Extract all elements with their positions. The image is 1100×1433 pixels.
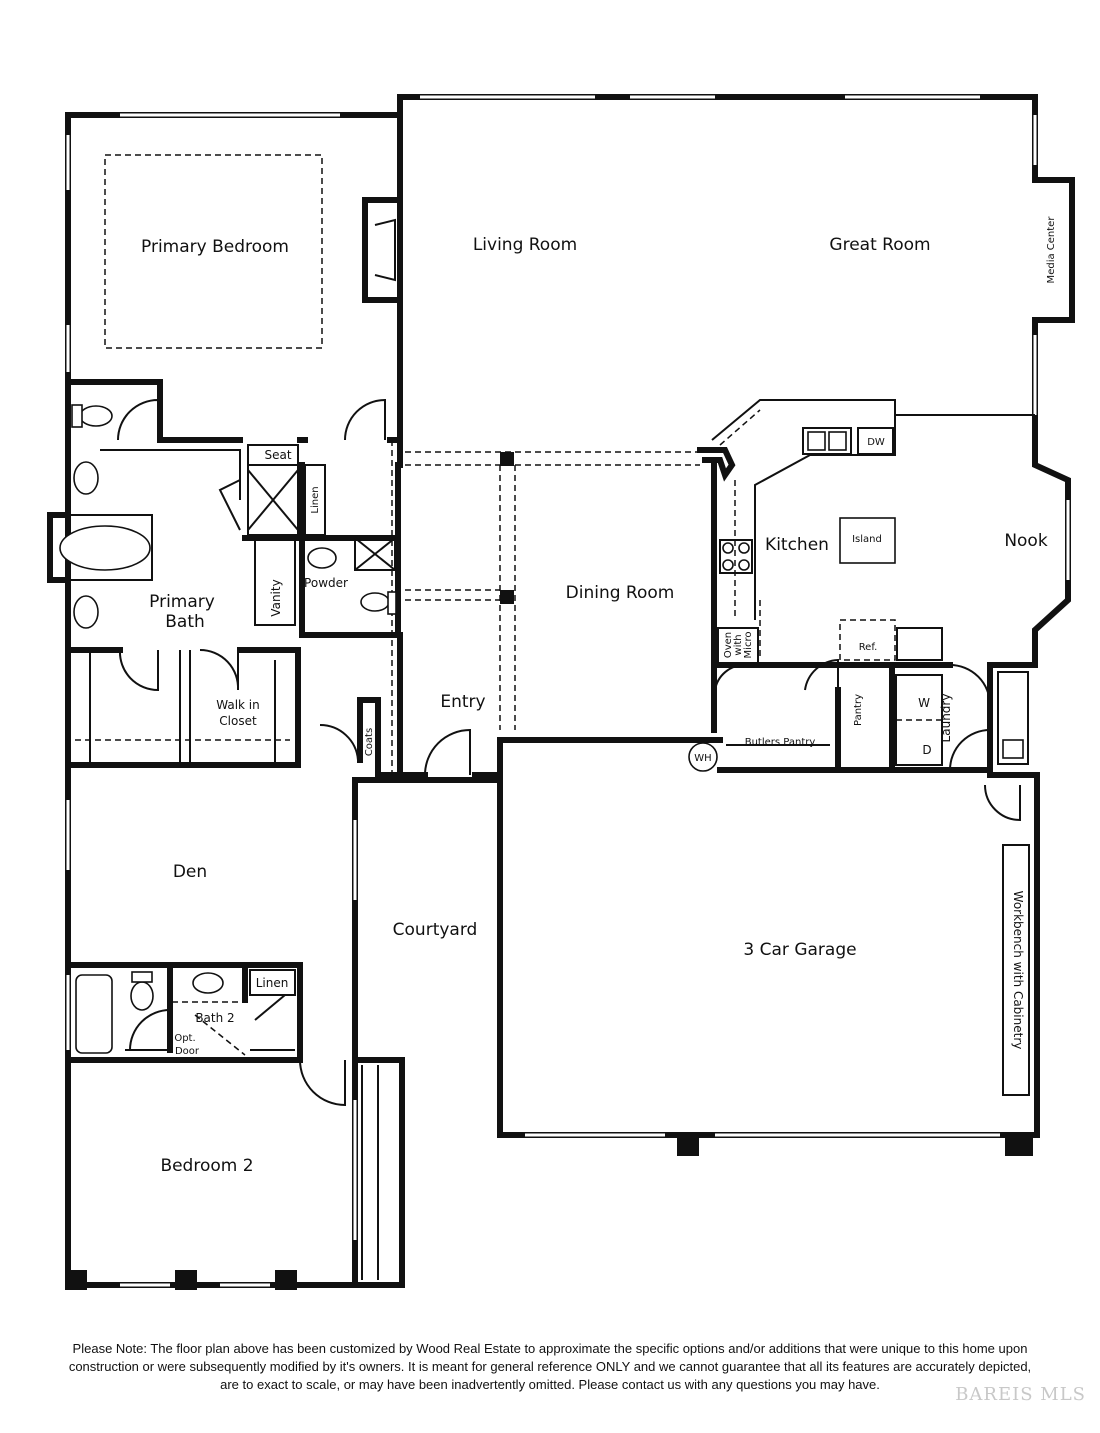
disclaimer-note: Please Note: The floor plan above has be… [68,1341,1032,1392]
label-butlers-pantry: Butlers Pantry [745,737,816,748]
fixtures [51,404,1029,1054]
label-dw: DW [867,437,885,448]
label-oven-3: Micro [743,632,754,659]
label-dining-room: Dining Room [566,583,675,603]
label-vanity: Vanity [269,579,283,616]
exterior-walls [47,94,1075,1288]
label-powder: Powder [304,576,348,590]
label-workbench: Workbench with Cabinetry [1011,891,1025,1050]
label-pantry: Pantry [853,694,864,726]
label-primary-bedroom: Primary Bedroom [141,237,289,257]
label-walk-in-1: Walk in [216,698,260,712]
label-linen-bath2: Linen [256,976,289,990]
label-oven-1: Oven [723,632,734,658]
label-garage: 3 Car Garage [743,940,856,960]
label-great-room: Great Room [829,235,930,255]
label-opt-door-2: Door [175,1046,200,1057]
label-ref: Ref. [859,642,878,653]
windows [66,95,1070,1287]
label-primary-bath-1: Primary [149,592,215,612]
doors [117,398,991,1280]
label-oven-2: with [733,634,744,655]
label-primary-bath-2: Bath [165,612,205,632]
label-linen-primary: Linen [310,486,321,513]
wall-piers [65,452,1033,1290]
label-kitchen: Kitchen [765,535,829,555]
label-courtyard: Courtyard [393,920,478,940]
label-nook: Nook [1004,531,1048,551]
label-bedroom-2: Bedroom 2 [160,1156,253,1176]
label-walk-in-2: Closet [219,714,257,728]
label-washer: W [918,696,930,710]
label-laundry: Laundry [939,694,953,743]
mls-watermark: BAREIS MLS [955,1384,1086,1405]
label-opt-door-1: Opt. [174,1033,195,1044]
interior-walls [65,154,1040,1096]
label-seat: Seat [264,448,291,462]
label-media-center: Media Center [1046,216,1057,284]
label-water-heater: WH [694,753,711,764]
label-entry: Entry [440,692,485,712]
label-living-room: Living Room [473,235,577,255]
label-den: Den [173,862,207,882]
label-island: Island [852,534,882,545]
label-dryer: D [922,743,931,757]
floor-plan: Primary Bedroom Living Room Great Room M… [47,94,1075,1290]
room-labels: Primary Bedroom Living Room Great Room M… [141,216,1057,1176]
label-coats: Coats [364,728,375,756]
label-bath-2: Bath 2 [195,1011,234,1025]
